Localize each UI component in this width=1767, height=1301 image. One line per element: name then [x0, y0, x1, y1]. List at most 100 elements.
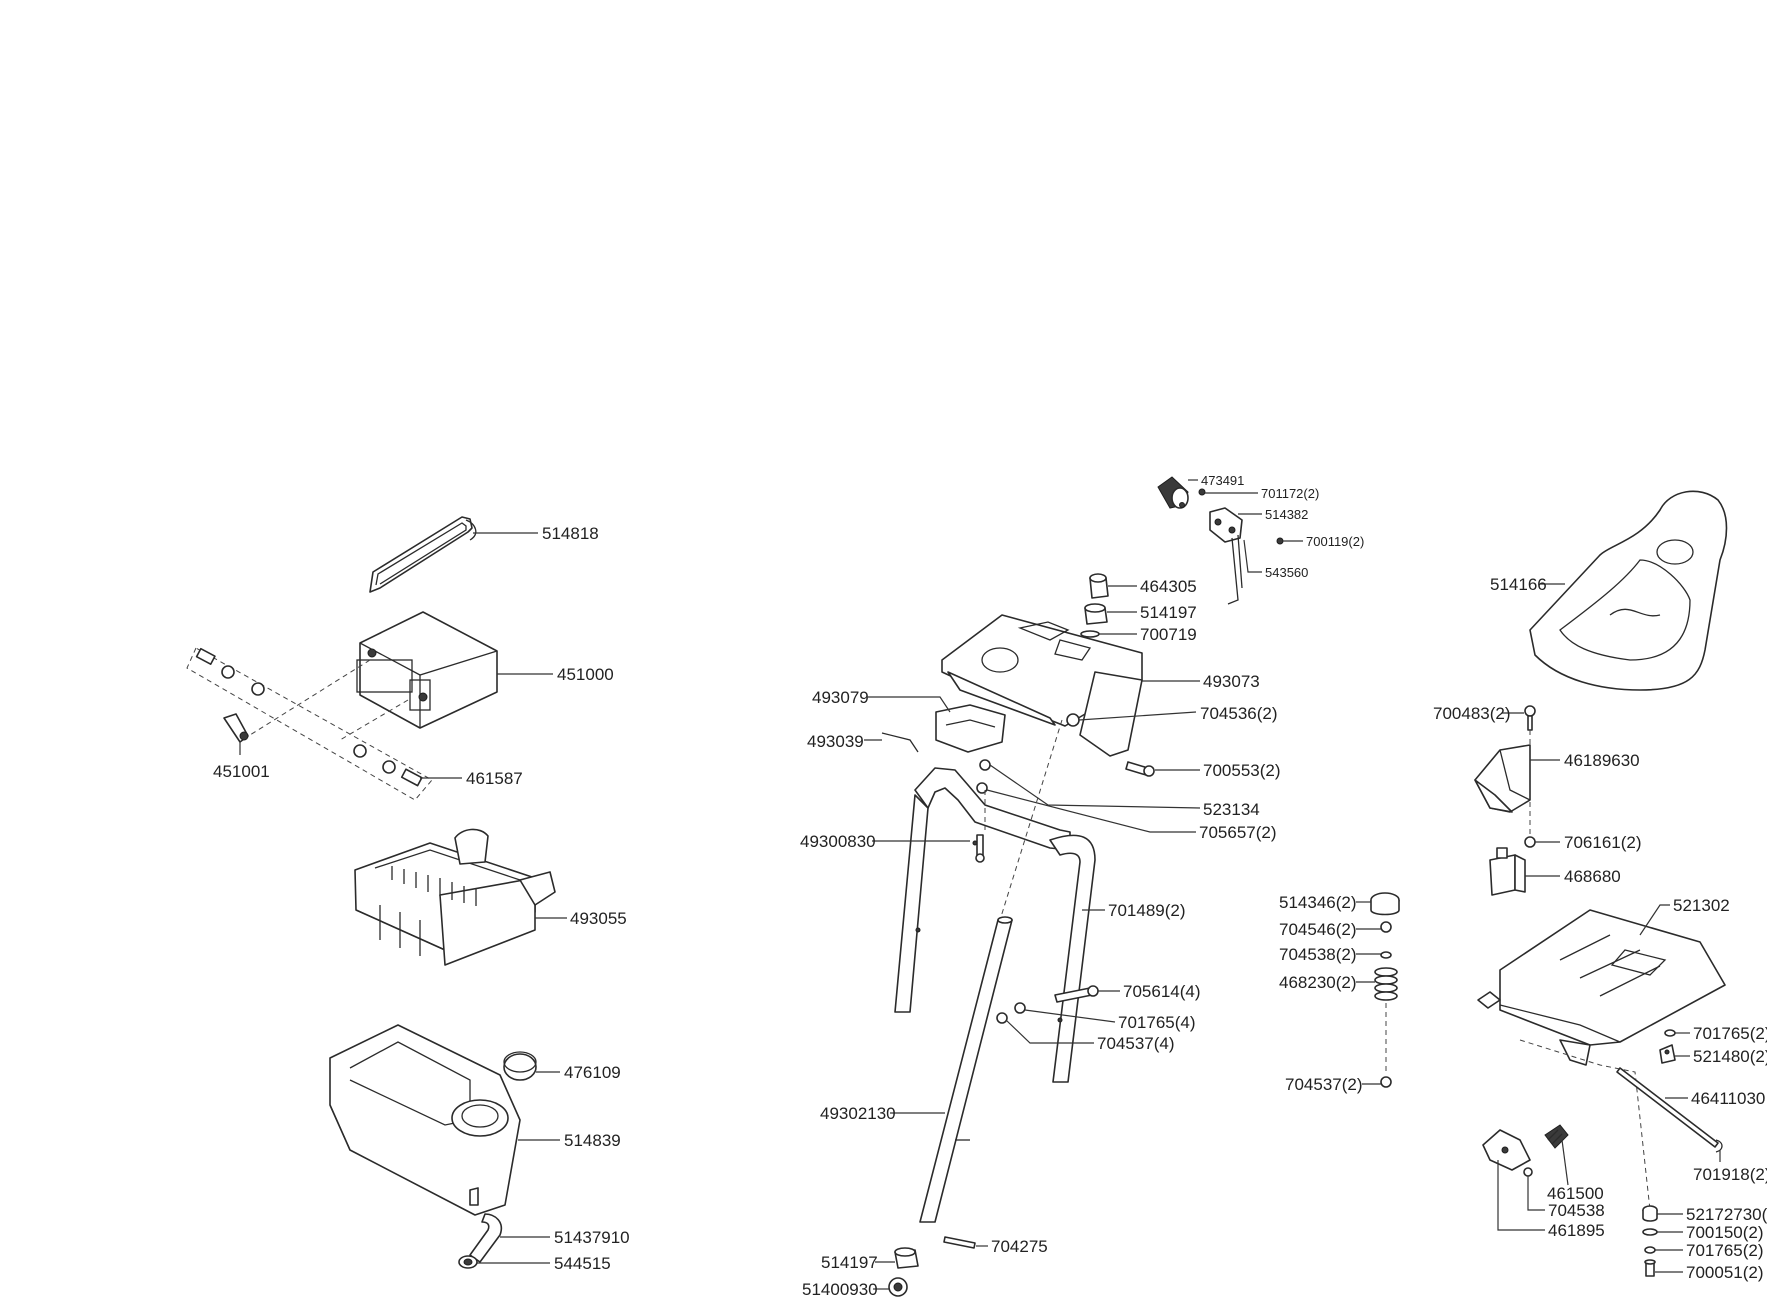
spring-461500 — [1544, 1124, 1569, 1149]
label-476109: 476109 — [564, 1063, 621, 1082]
label-704538: 704538 — [1548, 1201, 1605, 1220]
label-706161: 706161(2) — [1564, 833, 1642, 852]
label-704538-2: 704538(2) — [1279, 945, 1357, 964]
washer-700719 — [1080, 630, 1100, 638]
label-514818: 514818 — [542, 524, 599, 543]
battery-451000 — [356, 611, 498, 729]
bushing-514197-upper — [1084, 603, 1108, 625]
label-701765-2b: 701765(2) — [1686, 1241, 1764, 1260]
bolt-700483 — [1524, 705, 1536, 731]
label-701765-4: 701765(4) — [1118, 1013, 1196, 1032]
label-46411030: 46411030 — [1691, 1089, 1765, 1108]
label-493073: 493073 — [1203, 672, 1260, 691]
bolt-701489 — [975, 834, 985, 863]
pin-493039 — [881, 732, 919, 753]
label-493079: 493079 — [812, 688, 869, 707]
label-704537-2: 704537(2) — [1285, 1075, 1363, 1094]
bushing-464305 — [1089, 573, 1109, 599]
label-468230: 468230(2) — [1279, 973, 1357, 992]
label-521302: 521302 — [1673, 896, 1730, 915]
label-705657: 705657(2) — [1199, 823, 1277, 842]
label-523134: 523134 — [1203, 800, 1260, 819]
spring-468230 — [1374, 967, 1398, 1001]
adjuster-lever-461895 — [1482, 1129, 1531, 1171]
label-461500: 461500 — [1547, 1184, 1604, 1203]
seat-514166 — [1529, 490, 1728, 691]
label-514197-upper: 514197 — [1140, 603, 1197, 622]
fuel-tank-514839 — [329, 1024, 521, 1216]
label-49302130: 49302130 — [820, 1104, 896, 1123]
fuel-cap-476109 — [503, 1051, 537, 1081]
label-704537-4: 704537(4) — [1097, 1034, 1175, 1053]
pin-704275 — [943, 1236, 976, 1249]
label-514166: 514166 — [1490, 575, 1547, 594]
adjuster-rod-46411030 — [1616, 1067, 1719, 1148]
label-46189630: 46189630 — [1564, 751, 1640, 770]
terminal-hardware — [195, 647, 423, 787]
washer-700150 — [1642, 1228, 1658, 1236]
label-464305: 464305 — [1140, 577, 1197, 596]
label-461895: 461895 — [1548, 1221, 1605, 1240]
nut-523134 — [979, 759, 991, 771]
nut-706161 — [1524, 836, 1536, 848]
bushing-514197-lower — [894, 1247, 919, 1269]
knob-473491 — [1157, 476, 1189, 509]
hose-clamp-544515 — [458, 1255, 478, 1269]
label-704275: 704275 — [991, 1237, 1048, 1256]
handle-frame-49300830 — [894, 767, 1096, 1083]
label-700553: 700553(2) — [1203, 761, 1281, 780]
clip-493079 — [935, 704, 1006, 753]
steering-plate-493073 — [941, 614, 1143, 757]
washer-704538-2 — [1380, 951, 1392, 959]
gear-51400930 — [888, 1277, 908, 1297]
nut-700119 — [1276, 537, 1284, 545]
washer-704538 — [1523, 1167, 1533, 1177]
bolt-704546 — [1380, 921, 1392, 933]
fuel-hose-51437910 — [469, 1213, 503, 1263]
seat-switch-468680 — [1489, 847, 1526, 896]
label-543560: 543560 — [1265, 565, 1308, 580]
label-701765-2a: 701765(2) — [1693, 1024, 1767, 1043]
clip-701918 — [1715, 1139, 1723, 1153]
label-514382: 514382 — [1265, 507, 1308, 522]
label-700150: 700150(2) — [1686, 1223, 1764, 1242]
label-700719: 700719 — [1140, 625, 1197, 644]
label-493039: 493039 — [807, 732, 864, 751]
label-514346: 514346(2) — [1279, 893, 1357, 912]
label-468680: 468680 — [1564, 867, 1621, 886]
label-705614: 705614(4) — [1123, 982, 1201, 1001]
label-521480: 521480(2) — [1693, 1047, 1767, 1066]
label-51400930: 51400930 — [802, 1280, 878, 1299]
stud-521480 — [1659, 1044, 1676, 1064]
label-704536: 704536(2) — [1200, 704, 1278, 723]
battery-tray-493055 — [354, 828, 556, 966]
washer-701765-2b — [1644, 1246, 1656, 1254]
nut-704537-2 — [1380, 1076, 1392, 1088]
cap-514346 — [1370, 892, 1400, 916]
terminal-cover-451001 — [223, 713, 249, 743]
label-700051: 700051(2) — [1686, 1263, 1764, 1282]
label-700483: 700483(2) — [1433, 704, 1511, 723]
label-544515: 544515 — [554, 1254, 611, 1273]
label-700119: 700119(2) — [1306, 534, 1364, 549]
label-493055: 493055 — [570, 909, 627, 928]
label-49300830: 701489(2) — [1108, 901, 1186, 920]
label-52172730: 52172730(2) — [1686, 1205, 1767, 1224]
label-451000: 451000 — [557, 665, 614, 684]
switch-bracket-46189630 — [1474, 744, 1531, 813]
washer-701765-2a — [1664, 1029, 1676, 1037]
label-701489: 49300830 — [800, 832, 876, 851]
label-451001: 451001 — [213, 762, 270, 781]
nut-704537 — [996, 1012, 1008, 1024]
washer-701765 — [1014, 1002, 1026, 1014]
throttle-bracket-514382 — [1179, 488, 1243, 605]
label-51437910: 51437910 — [554, 1228, 630, 1247]
bolt-704536 — [1066, 713, 1080, 727]
seat-plate-521302 — [1477, 909, 1726, 1066]
label-514197-lower: 514197 — [821, 1253, 878, 1272]
battery-strap-514818 — [369, 516, 477, 593]
label-701918: 701918(2) — [1693, 1165, 1767, 1184]
bolt-700553 — [1125, 761, 1155, 777]
